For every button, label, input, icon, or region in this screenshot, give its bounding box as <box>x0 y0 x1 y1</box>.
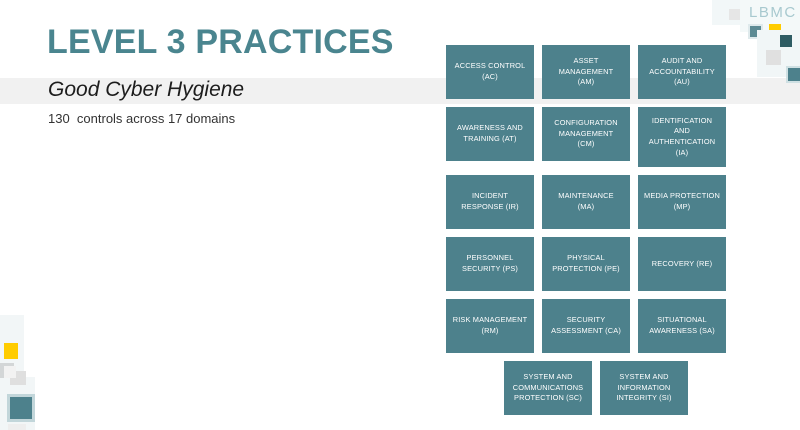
domain-box-cm[interactable]: CONFIGURATION MANAGEMENT (CM) <box>542 107 630 161</box>
domain-box-at[interactable]: AWARENESS AND TRAINING (AT) <box>446 107 534 161</box>
right-edge-light-gray-square <box>766 50 781 65</box>
domain-box-mp[interactable]: MEDIA PROTECTION (MP) <box>638 175 726 229</box>
domain-box-ir[interactable]: INCIDENT RESPONSE (IR) <box>446 175 534 229</box>
domain-row: RISK MANAGEMENT (RM)SECURITY ASSESSMENT … <box>446 299 746 353</box>
domain-box-re[interactable]: RECOVERY (RE) <box>638 237 726 291</box>
domain-box-rm[interactable]: RISK MANAGEMENT (RM) <box>446 299 534 353</box>
domain-box-au[interactable]: AUDIT AND ACCOUNTABILITY (AU) <box>638 45 726 99</box>
domain-box-ma[interactable]: MAINTENANCE (MA) <box>542 175 630 229</box>
right-edge-teal-square <box>786 66 800 83</box>
domain-box-am[interactable]: ASSET MANAGEMENT (AM) <box>542 45 630 99</box>
domain-box-ia[interactable]: IDENTIFICATION AND AUTHENTICATION (IA) <box>638 107 726 167</box>
domain-box-ac[interactable]: ACCESS CONTROL (AC) <box>446 45 534 99</box>
domain-row: PERSONNEL SECURITY (PS)PHYSICAL PROTECTI… <box>446 237 746 291</box>
domain-box-ps[interactable]: PERSONNEL SECURITY (PS) <box>446 237 534 291</box>
logo-gray-square <box>729 9 740 20</box>
domain-box-sc[interactable]: SYSTEM AND COMMUNICATIONS PROTECTION (SC… <box>504 361 592 415</box>
lbmc-logo: LBMC <box>749 4 797 21</box>
domain-grid: ACCESS CONTROL (AC)ASSET MANAGEMENT (AM)… <box>446 45 746 423</box>
bottom-left-yellow-square <box>4 343 18 359</box>
controls-summary-text: 130 controls across 17 domains <box>48 111 236 126</box>
bottom-left-teal-square <box>7 394 35 422</box>
domain-row: AWARENESS AND TRAINING (AT)CONFIGURATION… <box>446 107 746 167</box>
domain-box-ca[interactable]: SECURITY ASSESSMENT (CA) <box>542 299 630 353</box>
slide-title: LEVEL 3 PRACTICES <box>47 23 394 61</box>
domain-row: INCIDENT RESPONSE (IR)MAINTENANCE (MA)ME… <box>446 175 746 229</box>
bottom-left-gray-square-3 <box>4 366 16 378</box>
bottom-left-gray-square-4 <box>8 424 26 430</box>
right-edge-dark-teal-square <box>780 35 792 47</box>
domain-box-si[interactable]: SYSTEM AND INFORMATION INTEGRITY (SI) <box>600 361 688 415</box>
domain-box-sa[interactable]: SITUATIONAL AWARENESS (SA) <box>638 299 726 353</box>
domain-box-pe[interactable]: PHYSICAL PROTECTION (PE) <box>542 237 630 291</box>
domain-row: SYSTEM AND COMMUNICATIONS PROTECTION (SC… <box>446 361 746 415</box>
domain-row: ACCESS CONTROL (AC)ASSET MANAGEMENT (AM)… <box>446 45 746 99</box>
slide-subtitle: Good Cyber Hygiene <box>48 78 245 101</box>
